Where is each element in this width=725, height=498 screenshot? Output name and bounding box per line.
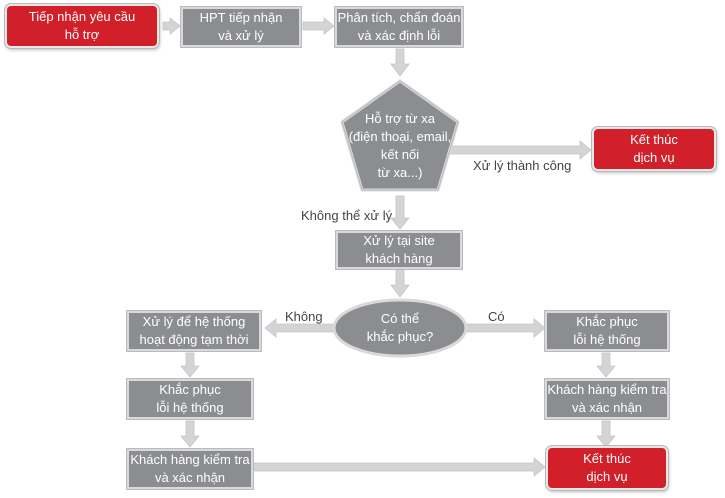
node-phan-tich: Phân tích, chẩn đoán và xác định lỗi [335,7,463,47]
arrow-start-to-hpt [162,17,181,35]
node-co-the-khac-phuc: Có thể khắc phục? [366,311,434,344]
arrow-decision-to-fix-right [465,318,546,338]
node-ket-thuc-bottom: Kết thúc dịch vụ [546,446,668,490]
arrow-hpt-to-analysis [302,17,335,35]
node-ho-tro-tu-xa: Hỗ trợ từ xa (điện thoại, email, kết nối… [348,111,452,180]
node-ket-thuc-top: Kết thúc dịch vụ [592,127,716,171]
node-khac-phuc-left: Khắc phục lỗi hệ thống [127,379,253,419]
arrow-remote-to-end [449,140,592,160]
arrow-analysis-to-remote [390,48,410,77]
arrow-decision-to-temp [264,318,335,338]
decision-ellipse [332,298,468,358]
arrow-remote-to-site [390,195,410,230]
node-xu-ly-tam-thoi: Xử lý để hệ thống hoạt động tạm thời [127,311,261,351]
node-kiem-tra-right: Khách hàng kiểm tra và xác nhận [545,379,669,419]
arrow-check-left-to-end [252,457,546,477]
arrow-check-right-to-end [596,420,616,448]
arrow-site-to-decision [390,268,410,298]
node-kiem-tra-left: Khách hàng kiểm tra và xác nhận [127,449,253,489]
label-khong-the-xu-ly: Không thể xử lý [301,208,393,223]
node-hpt-tiep-nhan: HPT tiếp nhận và xử lý [181,7,301,47]
node-xu-ly-tai-site: Xử lý tại site khách hàng [336,231,462,269]
label-khong: Không [285,309,323,324]
arrow-fix-left-to-check-left [180,420,200,448]
label-xu-ly-thanh-cong: Xử lý thành công [473,158,572,173]
arrow-temp-to-fix-left [180,352,200,378]
node-khac-phuc-right: Khắc phục lỗi hệ thống [545,311,669,351]
arrow-fix-right-to-check-right [596,352,616,378]
label-co: Có [488,309,505,324]
node-tiep-nhan: Tiếp nhận yêu cầu hỗ trợ [5,4,159,48]
